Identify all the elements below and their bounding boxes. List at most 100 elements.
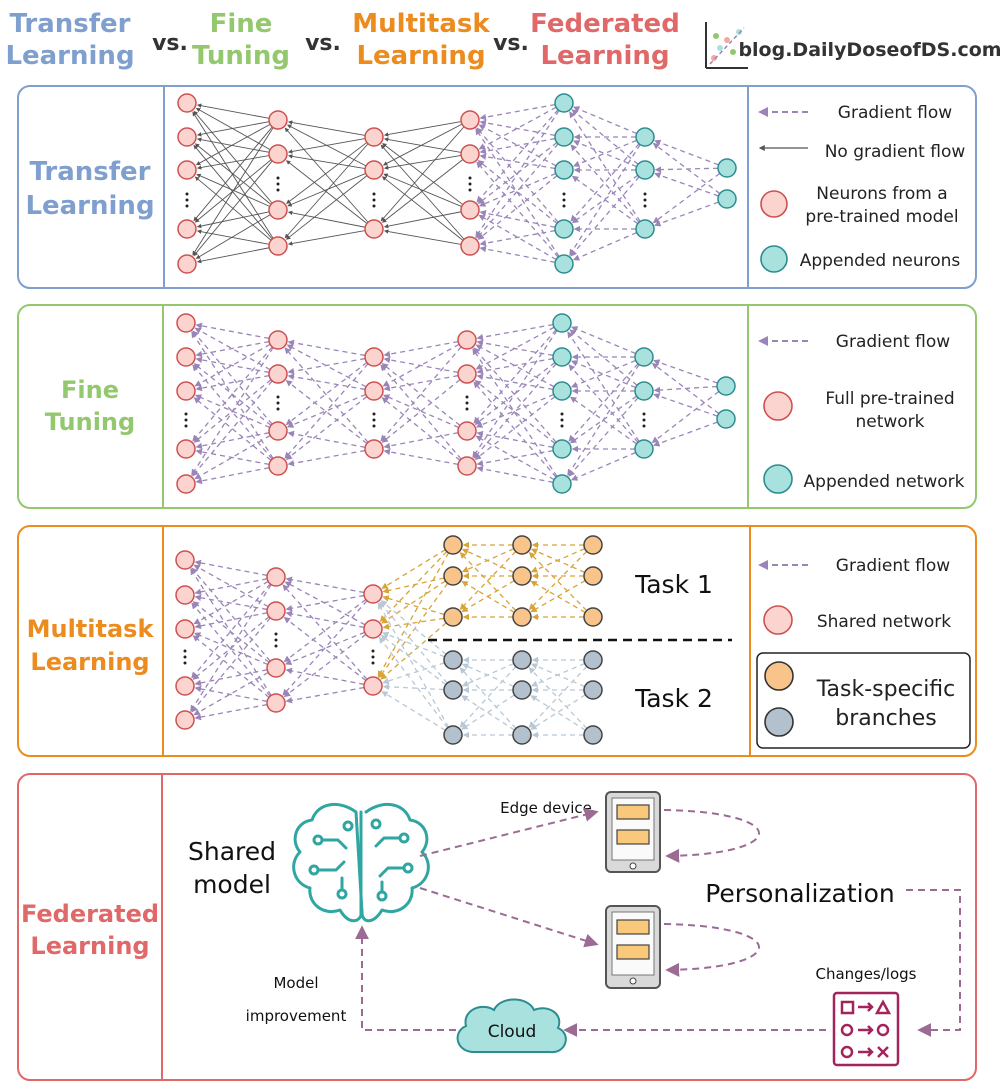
pretrained-neuron (268, 421, 288, 441)
connection (283, 616, 367, 682)
pretrained-neuron (176, 474, 196, 494)
connection (478, 172, 556, 207)
connection (380, 600, 447, 655)
pretrained-neuron (457, 364, 477, 384)
connection (285, 594, 365, 612)
connection (193, 110, 273, 204)
brand-url[interactable]: blog.DailyDoseofDS.com (738, 39, 1000, 61)
ellipsis-dot (372, 204, 376, 208)
connection (476, 109, 559, 203)
legend-appended-network: Appended network (804, 472, 965, 492)
connection (476, 357, 554, 375)
panel-transfer-border (17, 85, 977, 289)
ellipsis-dot (185, 198, 189, 202)
connection (479, 153, 556, 170)
pretrained-neuron (266, 567, 286, 587)
header-title-fine-1: Fine (210, 9, 273, 39)
connection (479, 137, 556, 155)
connection (474, 396, 556, 460)
connection (192, 601, 270, 663)
pretrained-neuron (457, 330, 477, 350)
connection (381, 363, 461, 426)
header-title-federated-1: Federated (530, 9, 680, 39)
ellipsis-dot (562, 198, 566, 202)
connection (287, 173, 366, 207)
ellipsis-dot (185, 204, 189, 208)
connection (530, 548, 586, 573)
panel-federated-border (17, 773, 977, 1081)
ellipsis-dot (185, 192, 189, 196)
connection (479, 229, 556, 247)
connection (383, 211, 462, 229)
ellipsis-dot (274, 644, 278, 648)
connection (653, 385, 718, 394)
ellipsis-dot (562, 204, 566, 208)
connection (381, 580, 446, 624)
connection (653, 421, 718, 447)
task2-neuron (583, 725, 603, 745)
legend-no-gradient-flow: No gradient flow (825, 142, 966, 162)
connection (383, 121, 462, 137)
ellipsis-dot (372, 412, 376, 416)
connection (476, 323, 554, 341)
connection (572, 231, 637, 261)
connection (461, 548, 515, 573)
arrow-personalization-to-logs (906, 889, 961, 1037)
legend-full-1: Full pre-trained (825, 389, 954, 409)
pretrained-neuron (268, 456, 288, 476)
connection (572, 106, 637, 135)
connection (190, 584, 272, 712)
task1-neuron (443, 535, 463, 555)
connection (569, 144, 641, 256)
legend-gradient-flow: Gradient flow (838, 103, 953, 123)
appended-neuron (554, 127, 574, 147)
connection (382, 577, 445, 594)
connection (473, 381, 557, 478)
appended-neuron (552, 347, 572, 367)
pretrained-neuron (266, 601, 286, 621)
connection (194, 669, 268, 687)
ellipsis-dot (276, 401, 280, 405)
connection (287, 154, 366, 169)
connection (282, 600, 368, 696)
ellipsis-dot (642, 424, 646, 428)
connection (459, 551, 517, 610)
ellipsis-dot (276, 395, 280, 399)
legend-branches-box (756, 652, 971, 749)
ellipsis-dot (274, 638, 278, 642)
appended-neuron (552, 474, 572, 494)
connection (382, 123, 463, 166)
legend-branches-2: branches (835, 706, 936, 731)
appended-neuron (634, 347, 654, 367)
legend-pink-neuron (760, 190, 788, 218)
ellipsis-dot (468, 188, 472, 192)
connection (652, 172, 721, 224)
connection (284, 127, 369, 223)
connection (651, 390, 720, 444)
connection (192, 127, 274, 256)
legend-gradient-flow: Gradient flow (836, 332, 951, 352)
federated-diagram: Shared model Edge device (188, 791, 961, 1067)
pretrained-neuron (176, 347, 196, 367)
fine-legend: Gradient flow Full pre-trained network A… (758, 332, 965, 494)
connection (654, 166, 719, 173)
connection (570, 143, 640, 222)
connection (383, 340, 459, 358)
fine-tuning-network (176, 313, 736, 494)
connection (461, 663, 515, 688)
connection (381, 397, 461, 461)
connection (528, 550, 588, 611)
multitask-network (175, 535, 603, 745)
pretrained-neuron (268, 330, 288, 350)
ellipsis-dot (276, 188, 280, 192)
connection (475, 435, 555, 481)
multitask-legend: Gradient flow Shared network Task-specif… (756, 556, 971, 749)
connection (193, 632, 268, 666)
connection (284, 347, 369, 443)
connection (193, 671, 269, 716)
panel-transfer-label-2: Learning (25, 191, 154, 221)
connection (461, 694, 515, 730)
connection (194, 612, 268, 630)
connection (195, 214, 271, 259)
connection (570, 144, 640, 223)
